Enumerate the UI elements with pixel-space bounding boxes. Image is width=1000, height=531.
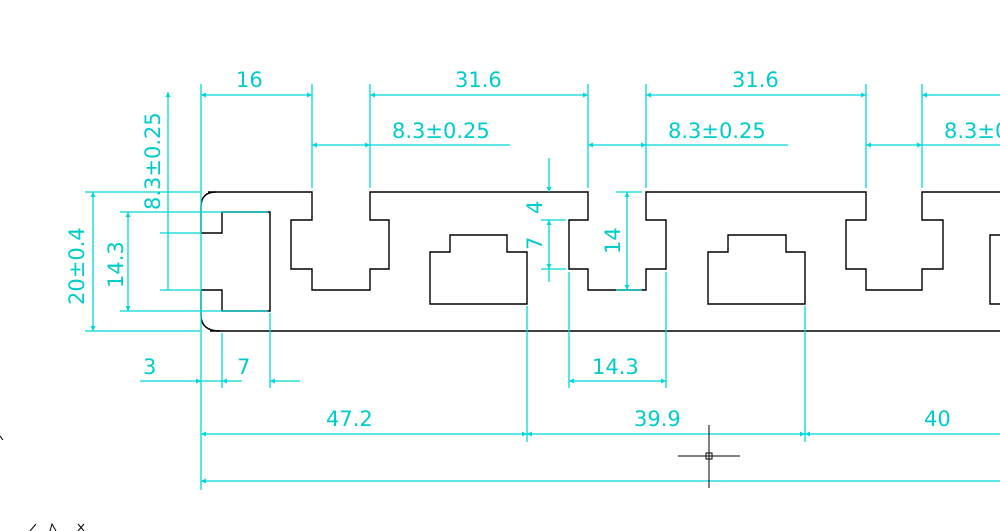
dim-label-slot-a: 8.3±0.25: [392, 119, 490, 143]
ucs-marks: [0, 435, 85, 531]
dim-label-31-6-a: 31.6: [455, 68, 502, 92]
profile-outline: [200, 191, 1000, 332]
dimension-lines: [85, 84, 1000, 490]
dim-label-39-9: 39.9: [634, 407, 681, 431]
dim-label-7: 7: [523, 237, 547, 250]
dim-label-slot-c: 8.3±0.25: [944, 119, 1000, 143]
dim-label-slot-b: 8.3±0.25: [668, 119, 766, 143]
dimension-labels: 16 31.6 31.6 8.3±0.25 8.3±0.25 8.3±0.25 …: [65, 68, 1000, 431]
dim-label-3: 3: [143, 355, 156, 379]
dim-label-14: 14: [601, 227, 625, 254]
dim-label-47-2: 47.2: [326, 407, 373, 431]
dim-label-40: 40: [924, 407, 951, 431]
dim-label-4: 4: [523, 201, 547, 214]
dim-label-height-20: 20±0.4: [65, 227, 89, 305]
dim-label-31-6-b: 31.6: [732, 68, 779, 92]
crosshair-cursor-icon[interactable]: [678, 425, 740, 488]
dim-label-14-3-bottom: 14.3: [592, 355, 639, 379]
dim-label-7-bottom: 7: [237, 355, 250, 379]
dim-label-height-14-3: 14.3: [104, 241, 128, 288]
dim-label-vertical-8-3: 8.3±0.25: [141, 112, 165, 210]
dim-label-16: 16: [236, 68, 263, 92]
